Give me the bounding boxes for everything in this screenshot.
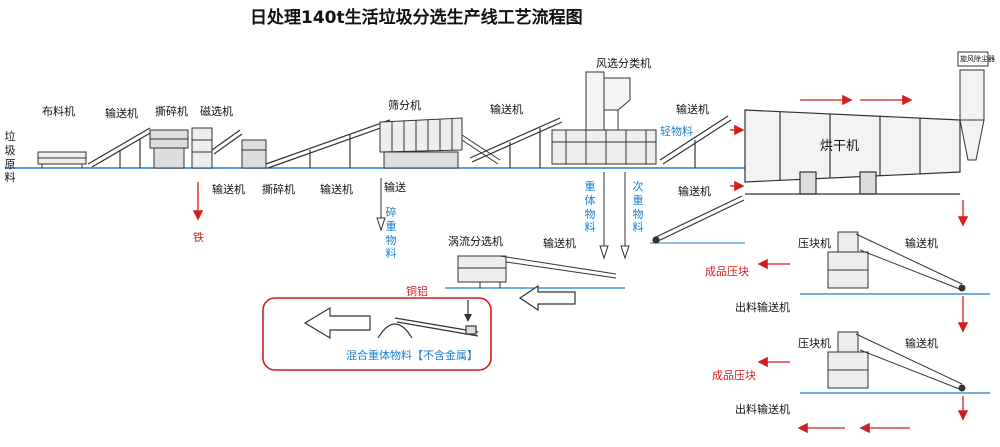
- air-separator-machine: [551, 71, 657, 165]
- light-conveyor-machine: [659, 115, 732, 168]
- label-iron: 铁: [193, 231, 204, 244]
- shredder-2-machine: [241, 139, 267, 169]
- red-flow-arrows: [192, 94, 969, 434]
- label-eddy-current: 涡流分选机: [448, 235, 503, 248]
- screen-machine: [379, 117, 501, 169]
- label-crushed-heavy: 碎重物料: [385, 206, 397, 261]
- page-title: 日处理140t生活垃圾分选生产线工艺流程图: [250, 8, 583, 28]
- label-shredder-1: 撕碎机: [155, 105, 188, 118]
- label-screen: 筛分机: [388, 99, 421, 112]
- label-air-separator: 风选分类机: [596, 57, 651, 70]
- shredder-1-machine: [149, 129, 189, 169]
- label-raw-material: 垃圾原料: [4, 130, 16, 185]
- label-heavy-material: 重体物料: [584, 180, 596, 235]
- label-conveyor-3: 输送机: [676, 103, 709, 116]
- conveyor-mag-machine: [211, 129, 243, 155]
- cyclone-dust-collector: [957, 51, 989, 161]
- down-arrow-mixed: [464, 300, 472, 322]
- conveyor-3-machine: [469, 117, 563, 168]
- gray-flow-arrows: [376, 172, 630, 260]
- label-conveyor-below-3: 输送: [384, 181, 406, 194]
- label-outfeed-1: 出料输送机: [735, 301, 790, 314]
- mixed-heavy-pile: [377, 317, 479, 339]
- label-mixed-heavy: 混合重体物料【不含金属】: [346, 349, 478, 362]
- label-magnetic: 磁选机: [200, 105, 233, 118]
- magnetic-separator-machine: [191, 127, 213, 169]
- label-outfeed-2: 出料输送机: [735, 403, 790, 416]
- label-dust-collector: 旋风除尘器: [960, 55, 995, 63]
- label-copper-aluminum: 铜铝: [406, 285, 428, 298]
- label-spreader: 布料机: [42, 105, 75, 118]
- label-conveyor-below-1: 输送机: [212, 183, 245, 196]
- briquetter-2-machine: [827, 331, 966, 392]
- mixed-heavy-box: [262, 297, 492, 371]
- conveyor-right-machine: [652, 195, 745, 244]
- label-product-block-2: 成品压块: [712, 369, 756, 382]
- label-conveyor-brq-1: 输送机: [905, 237, 938, 250]
- conveyor-2-machine: [265, 119, 393, 169]
- spreader-machine: [37, 151, 87, 168]
- label-conveyor-2: 输送机: [490, 103, 523, 116]
- label-conveyor-below-2: 输送机: [320, 183, 353, 196]
- hollow-arrow-mixed-out: [303, 306, 371, 340]
- label-secondary-heavy: 次重物料: [632, 180, 644, 235]
- briquetter-1-machine: [827, 231, 966, 292]
- label-briquetter-1: 压块机: [798, 237, 831, 250]
- label-conveyor-right: 输送机: [678, 185, 711, 198]
- label-briquetter-2: 压块机: [798, 337, 831, 350]
- label-conveyor-1: 输送机: [105, 107, 138, 120]
- dryer-machine: [744, 109, 961, 195]
- label-conveyor-brq-2: 输送机: [905, 337, 938, 350]
- label-light-material: 轻物料: [660, 125, 693, 138]
- label-dryer: 烘干机: [820, 139, 860, 154]
- conveyor-1-machine: [87, 127, 153, 168]
- label-conveyor-eddy: 输送机: [543, 237, 576, 250]
- label-product-block-1: 成品压块: [705, 265, 749, 278]
- eddy-current-machine: [457, 255, 617, 288]
- hollow-arrow-eddy-input: [518, 284, 576, 312]
- label-shredder-2: 撕碎机: [262, 183, 295, 196]
